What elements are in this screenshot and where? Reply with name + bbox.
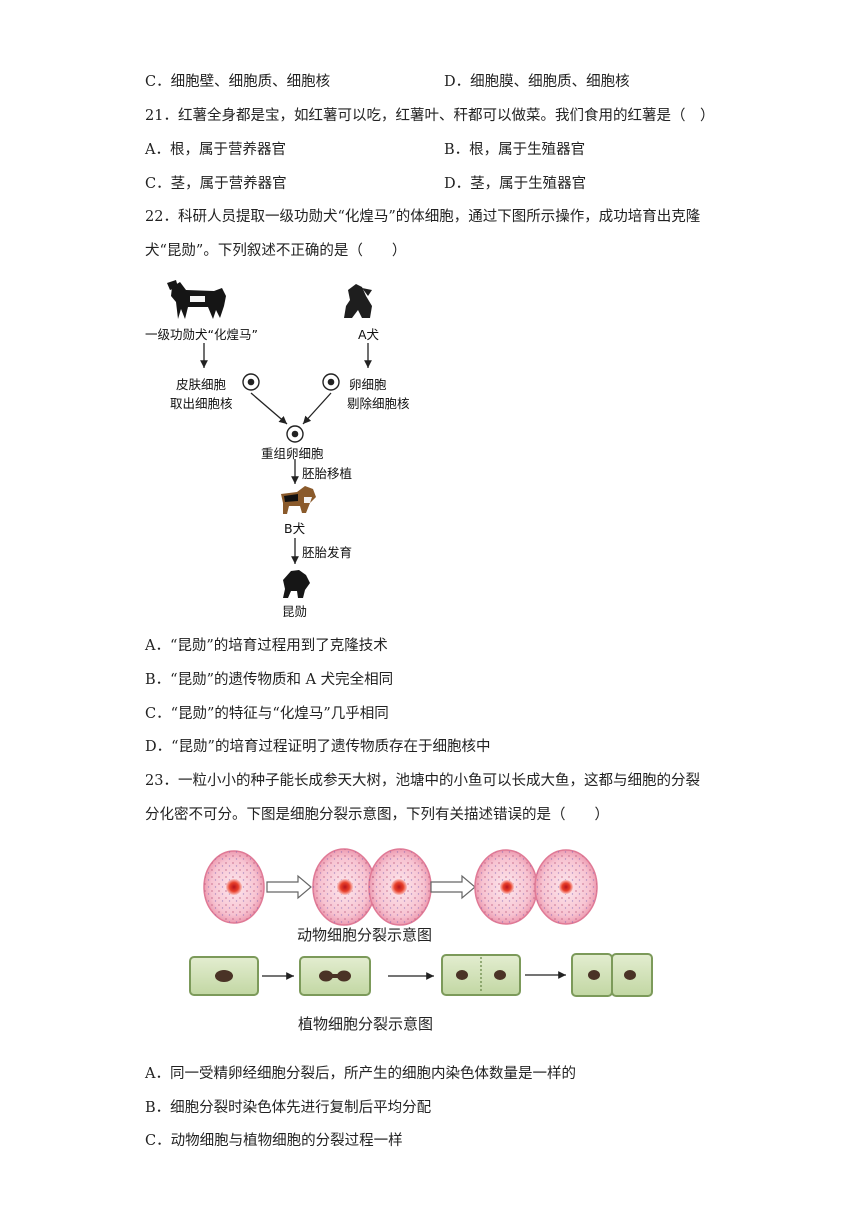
plant-division-caption: 植物细胞分裂示意图 — [298, 1015, 434, 1033]
skin-cell-icon — [242, 373, 260, 391]
q20-option-d: D．细胞膜、细胞质、细胞核 — [444, 74, 630, 90]
animal-daughter-cells — [474, 849, 598, 925]
plant-cell-single — [189, 956, 259, 996]
dog-a-label: A犬 — [358, 327, 380, 342]
q23-option-b: B．细胞分裂时染色体先进行复制后平均分配 — [145, 1100, 432, 1116]
puppy-kunxun-icon — [283, 570, 310, 598]
dog-a-icon — [344, 284, 372, 318]
egg-nucleus-label: 剔除细胞核 — [347, 396, 410, 411]
q22-stem-line2: 犬“昆勋”。下列叙述不正确的是（ ） — [145, 243, 407, 259]
hollow-arrow-icon — [430, 874, 476, 900]
egg-cell-label: 卵细胞 — [349, 377, 387, 392]
q23-option-a: A．同一受精卵经细胞分裂后，所产生的细胞内染色体数量是一样的 — [145, 1066, 576, 1082]
q21-option-d: D．茎，属于生殖器官 — [444, 176, 587, 192]
plant-cell-dividing — [299, 956, 371, 996]
q21-stem: 21．红薯全身都是宝，如红薯可以吃，红薯叶、秆都可以做菜。我们食用的红薯是（ ） — [145, 108, 715, 124]
q21-option-a: A．根，属于营养器官 — [145, 142, 286, 158]
q23-stem-line2: 分化密不可分。下图是细胞分裂示意图，下列有关描述错误的是（ ） — [145, 807, 609, 823]
recombined-egg-label: 重组卵细胞 — [261, 446, 324, 461]
plant-cell-wall-forming — [441, 954, 521, 996]
egg-cell-icon — [322, 373, 340, 391]
skin-cell-label: 皮肤细胞 — [176, 377, 227, 392]
q20-option-c: C．细胞壁、细胞质、细胞核 — [145, 74, 331, 90]
q22-option-b: B．“昆勋”的遗传物质和 A 犬完全相同 — [145, 672, 394, 688]
dog-b-label: B犬 — [284, 521, 306, 536]
animal-cell-dividing — [312, 848, 432, 926]
q22-stem-line1: 22．科研人员提取一级功勋犬“化煌马”的体细胞，通过下图所示操作，成功培育出克隆 — [145, 209, 701, 225]
q23-option-c: C．动物细胞与植物细胞的分裂过程一样 — [145, 1133, 403, 1149]
q21-option-b: B．根，属于生殖器官 — [444, 142, 586, 158]
q23-stem-line1: 23．一粒小小的种子能长成参天大树，池塘中的小鱼可以长成大鱼，这都与细胞的分裂 — [145, 773, 700, 789]
skin-nucleus-label: 取出细胞核 — [170, 396, 233, 411]
animal-cell-single — [203, 850, 265, 924]
q22-option-c: C．“昆勋”的特征与“化煌马”几乎相同 — [145, 706, 389, 722]
kunxun-label: 昆勋 — [282, 604, 308, 619]
embryo-transfer-label: 胚胎移植 — [302, 466, 353, 481]
embryo-development-label: 胚胎发育 — [302, 545, 353, 560]
recombined-egg-icon — [286, 425, 304, 443]
q22-option-d: D．“昆勋”的培育过程证明了遗传物质存在于细胞核中 — [145, 739, 491, 755]
q21-option-c: C．茎，属于营养器官 — [145, 176, 287, 192]
dog1-label: 一级功勋犬“化煌马” — [145, 327, 258, 342]
hollow-arrow-icon — [266, 874, 312, 900]
plant-daughter-cells — [571, 953, 653, 997]
dog-b-icon — [281, 486, 316, 514]
animal-division-caption: 动物细胞分裂示意图 — [297, 926, 433, 944]
dog-huahuangma-icon — [167, 280, 226, 319]
q22-option-a: A．“昆勋”的培育过程用到了克隆技术 — [145, 638, 388, 654]
